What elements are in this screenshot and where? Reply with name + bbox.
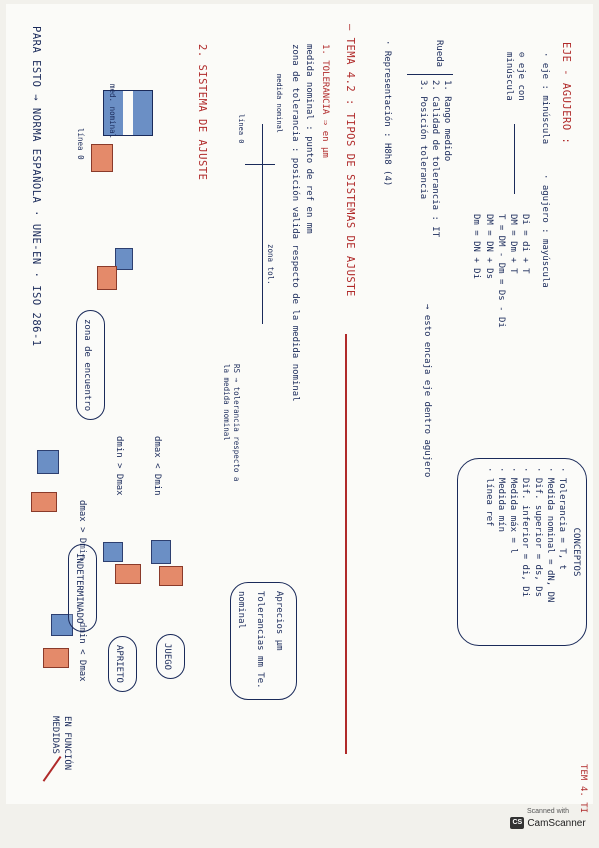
cloud-zona-ajuste: zona de encuentro [75,310,105,421]
branch-1: dmax < Dmin [152,436,162,496]
orange-box [159,566,183,586]
medida-nominal-small: medida nominal [275,74,283,134]
note-eje-minuscula: · eje : minúscula [540,52,550,145]
note-eje-circle: ⊖ eje con minúscula [503,52,526,101]
rueda-list: 1. Rango medido 2. Calidad de tolerancia… [417,80,453,237]
camscanner-logo-icon: CS [510,817,525,829]
tolerancia-heading: 1. TOLERANCIA ⇒ en µm [320,44,330,158]
concepto-item: · línea ref [484,467,495,527]
tema-heading: — TEMA 4.2 : TIPOS DE SISTEMAS DE AJUSTE [344,24,356,297]
conceptos-title: CONCEPTOS [571,527,581,577]
apriete-text: APRIETO [114,645,124,683]
blue-box [103,542,123,562]
blue-box [151,540,171,564]
edge-text: TEM [578,764,588,781]
camscanner-row: CS CamScanner [505,817,591,829]
orange-box [31,492,57,512]
note-agujero-mayuscula: · agujero : mayúscula [540,174,550,288]
scanned-with-label: Scanned with [526,808,570,815]
en-funcion-text: EN FUNCIÓN MEDIDAS [49,716,72,771]
zona-tol-note: zona tol. [266,244,275,285]
linea-cero-label-2: línea 0 [76,128,85,160]
concepto-item: · Tolerancia = T, t [556,467,567,570]
linea-cero-label: línea 0 [237,114,245,144]
tolerancias-text: Aprecios µm Tolerancias mm Te. nominal [235,591,284,689]
rueda-item: 1. Rango medido [442,80,452,162]
rotated-notes: EJE - AGUJERO : · eje : minúscula · aguj… [6,4,593,813]
notebook-page: EJE - AGUJERO : · eje : minúscula · aguj… [6,4,593,813]
formula-list: Di = di + T DM = Dm + T T = DM - Dm = Ds… [470,214,531,328]
formula-item: Dm = DN + Di [471,214,482,280]
camscanner-badge: Scanned with CS CamScanner [505,808,591,842]
orange-box [97,266,117,290]
blue-box [115,248,133,270]
linea-cero-line [261,124,263,324]
orange-box [43,648,69,668]
para-esto-note: PARA ESTO → NORMA ESPAÑOLA · UNE-EN · IS… [30,26,42,347]
conceptos-cloud: CONCEPTOS · Tolerancia = T, t · Medida n… [457,458,587,646]
formula-item: DM = DN + Ds [483,214,494,280]
concepto-item: · Medida máx = l [508,467,519,554]
representacion-note: · Representación : H8h8 (4) [382,40,392,187]
rueda-item: 3. Posición tolerancia [417,80,428,200]
sistema-heading: 2. SISTEMA DE AJUSTE [196,44,208,181]
arrow-note: → esto encaja eje dentro agujero [422,304,432,478]
respecto-nota: RS → tolerancia respecto a la medida nom… [221,364,241,482]
med-nominal-label: med. nominal [108,84,117,139]
indeterminado-text: INDETERMINADO [74,553,84,624]
medida-nominal-def: medida nominal : punto de ref en mm [304,44,314,234]
formula-item: T = DM - Dm = Ds - Di [495,214,506,328]
section-title-eje-agujero: EJE - AGUJERO : [560,42,572,145]
concepto-item: · Dif. inferior = di, Di [520,467,531,598]
concepto-item: · Dif. superior = ds, Ds [532,467,543,598]
camscanner-name: CamScanner [527,817,586,829]
concepto-item: · Medida mín [496,467,507,533]
orange-box [115,564,141,584]
eje-box [91,144,113,172]
cloud-tolerancias: Aprecios µm Tolerancias mm Te. nominal [229,582,297,700]
rueda-label: Rueda [434,40,444,68]
brace [407,74,453,76]
formula-item: Di = di + T [520,214,530,274]
tolerance-tick [245,164,275,166]
concepto-item: · Medida nominal = dN, DN [544,467,555,603]
formula-item: DM = Dm + T [507,214,518,274]
juego-text: JUEGO [162,643,172,671]
zona-ajuste-text: zona de encuentro [82,319,92,412]
arrow-line [513,124,515,194]
cloud-apriete: APRIETO [107,636,137,692]
blue-box [37,450,59,474]
zona-tolerancia-def: zona de tolerancia : posición valida res… [290,44,300,402]
cloud-indeterminado: INDETERMINADO [67,544,97,633]
branch-2: dmin > Dmax [114,436,124,496]
tema-underline [345,334,347,754]
cloud-juego: JUEGO [155,634,185,680]
rueda-item: 2. Calidad de tolerancia : IT [429,80,440,238]
